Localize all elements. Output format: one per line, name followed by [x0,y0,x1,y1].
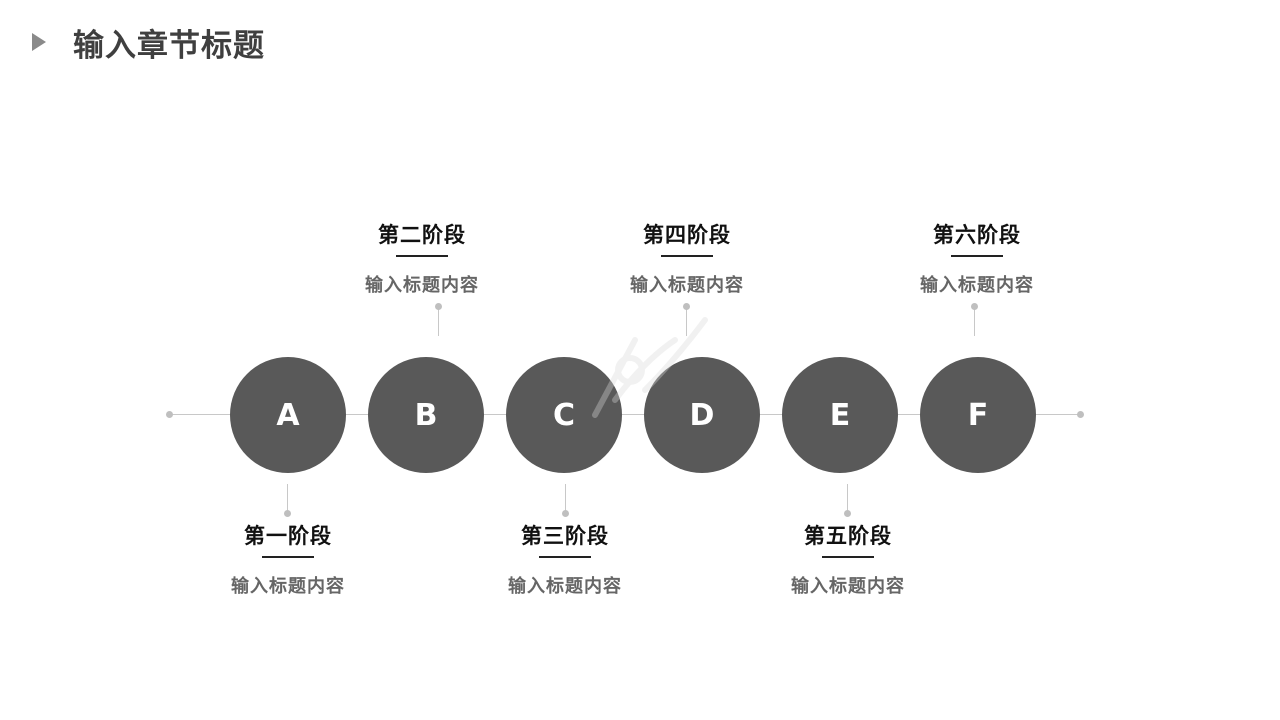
stage-description: 输入标题内容 [231,576,345,597]
node-letter: A [276,397,300,433]
stage-underline [951,255,1003,257]
connector-line [974,306,975,336]
stage-title: 第二阶段 [378,223,466,247]
stage-description: 输入标题内容 [365,275,479,296]
node-f: F [920,357,1036,473]
stage-title: 第五阶段 [804,524,892,548]
stage-label-4: 第四阶段 输入标题内容 [587,222,787,298]
timeline-line [170,414,1081,415]
timeline-start-dot [166,411,173,418]
stage-title: 第三阶段 [521,524,609,548]
connector-dot [971,303,978,310]
stage-label-3: 第三阶段 输入标题内容 [465,523,665,599]
stage-underline [661,255,713,257]
stage-description: 输入标题内容 [791,576,905,597]
node-letter: F [967,397,989,433]
node-d: D [644,357,760,473]
connector-line [438,306,439,336]
node-c: C [506,357,622,473]
stage-title: 第四阶段 [643,223,731,247]
stage-underline [396,255,448,257]
stage-title: 第六阶段 [933,223,1021,247]
node-letter: E [829,397,851,433]
connector-line [847,484,848,512]
connector-dot [683,303,690,310]
stage-title: 第一阶段 [244,524,332,548]
stage-description: 输入标题内容 [630,275,744,296]
play-triangle-icon [32,33,46,51]
stage-label-1: 第一阶段 输入标题内容 [188,523,388,599]
stage-label-6: 第六阶段 输入标题内容 [877,222,1077,298]
stage-underline [822,556,874,558]
connector-line [287,484,288,512]
connector-dot [844,510,851,517]
stage-label-5: 第五阶段 输入标题内容 [748,523,948,599]
node-a: A [230,357,346,473]
stage-underline [262,556,314,558]
connector-line [686,306,687,336]
stage-description: 输入标题内容 [920,275,1034,296]
node-letter: D [689,397,715,433]
title-bar: 输入章节标题 [32,22,265,64]
node-letter: B [414,397,438,433]
node-letter: C [552,397,576,433]
connector-dot [562,510,569,517]
node-e: E [782,357,898,473]
stage-description: 输入标题内容 [508,576,622,597]
node-b: B [368,357,484,473]
stage-underline [539,556,591,558]
connector-line [565,484,566,512]
stage-label-2: 第二阶段 输入标题内容 [322,222,522,298]
timeline-end-dot [1077,411,1084,418]
connector-dot [284,510,291,517]
connector-dot [435,303,442,310]
page-title: 输入章节标题 [73,27,265,64]
